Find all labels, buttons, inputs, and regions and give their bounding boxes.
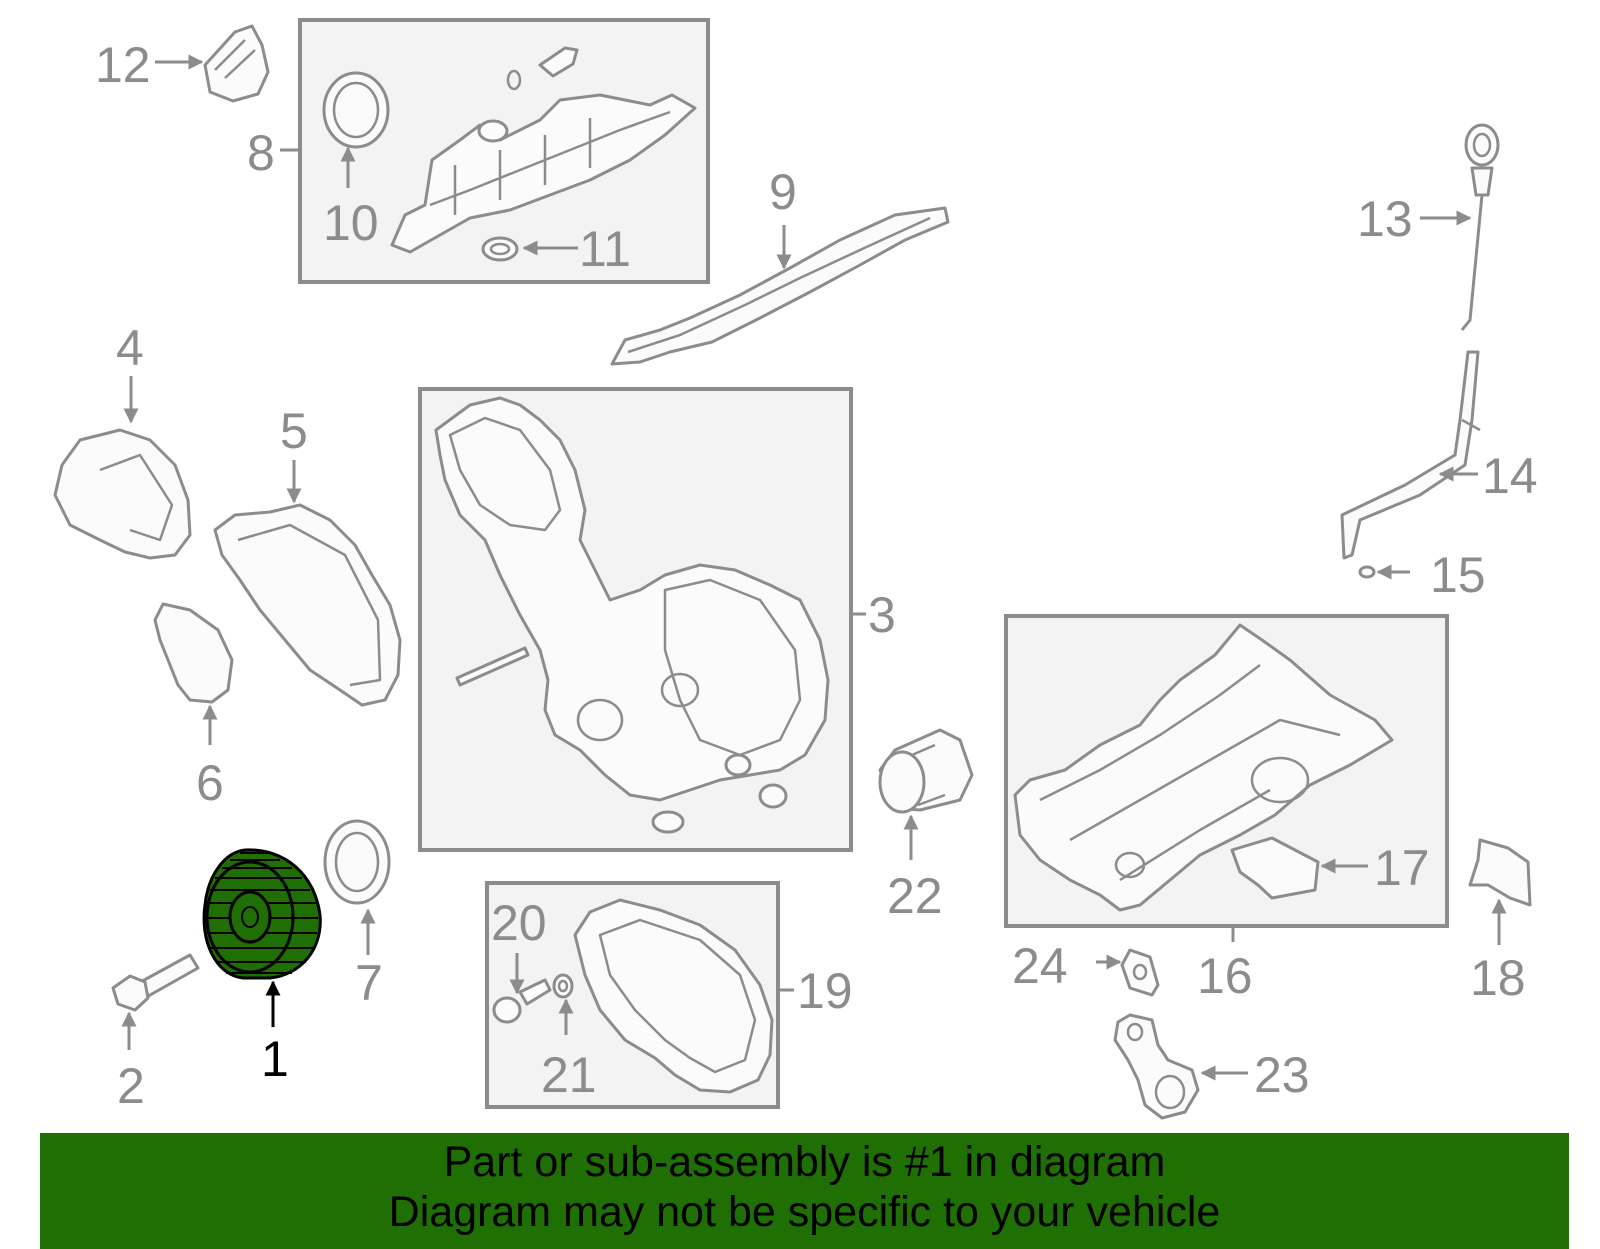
- callout-11: 11: [579, 221, 631, 277]
- timing-cover-part-3[interactable]: [434, 396, 830, 834]
- callout-1: 1: [261, 1031, 289, 1087]
- gasket-part-6[interactable]: [153, 602, 234, 704]
- seal-part-11[interactable]: [481, 236, 519, 262]
- callout-6: 6: [196, 755, 224, 811]
- pulley-part-1-highlighted[interactable]: [202, 848, 322, 980]
- callout-13: 13: [1357, 191, 1413, 247]
- callout-5: 5: [280, 403, 308, 459]
- callout-23: 23: [1254, 1047, 1310, 1103]
- callout-9: 9: [769, 164, 797, 220]
- callout-12: 12: [95, 37, 151, 93]
- upper-oil-pan-part[interactable]: [1013, 623, 1394, 912]
- lower-oil-pan-part[interactable]: [573, 898, 774, 1094]
- banner-line-2: Diagram may not be specific to your vehi…: [388, 1188, 1221, 1236]
- info-banner: Part or sub-assembly is #1 in diagram Di…: [40, 1133, 1569, 1249]
- callout-21: 21: [541, 1047, 597, 1103]
- callout-22: 22: [887, 868, 943, 924]
- callout-8: 8: [247, 125, 275, 181]
- callout-14: 14: [1482, 448, 1538, 504]
- callout-2: 2: [117, 1058, 145, 1114]
- callout-10: 10: [323, 195, 379, 251]
- banner-line-1: Part or sub-assembly is #1 in diagram: [443, 1138, 1166, 1186]
- seal-part-7[interactable]: [323, 819, 391, 905]
- oil-filler-cap-part[interactable]: [203, 24, 270, 103]
- callout-3: 3: [868, 587, 896, 643]
- callout-19: 19: [797, 963, 853, 1019]
- valve-cover-gasket-part[interactable]: [610, 206, 950, 366]
- seal-ring-part-10[interactable]: [322, 71, 390, 149]
- leader-arrows: [121, 54, 1507, 1081]
- callout-17: 17: [1374, 840, 1430, 896]
- callout-labels: 12 8 10 11 9 13 14 15 4 5 6 3 22 17 16 1…: [95, 37, 1538, 1114]
- oil-filter-part[interactable]: [878, 728, 974, 814]
- gasket-part-24[interactable]: [1120, 948, 1160, 997]
- callout-24: 24: [1012, 938, 1068, 994]
- oil-strainer-part[interactable]: [1113, 1013, 1200, 1120]
- callout-18: 18: [1470, 950, 1526, 1006]
- gasket-part-17[interactable]: [1230, 836, 1320, 900]
- callout-7: 7: [355, 955, 383, 1011]
- washer-part-21[interactable]: [552, 973, 574, 999]
- chain-cover-part-5[interactable]: [213, 503, 402, 707]
- callout-16: 16: [1197, 948, 1253, 1004]
- drain-bolt-part[interactable]: [492, 978, 552, 1024]
- callout-15: 15: [1430, 547, 1486, 603]
- baffle-part-18[interactable]: [1468, 838, 1532, 907]
- bolt-part-2[interactable]: [111, 953, 200, 1012]
- callout-4: 4: [116, 320, 144, 376]
- dipstick-tube-part[interactable]: [1340, 350, 1481, 560]
- callout-20: 20: [491, 895, 547, 951]
- front-cover-part-4[interactable]: [53, 428, 192, 560]
- valve-cover-part[interactable]: [390, 46, 697, 254]
- dipstick-part[interactable]: [1460, 123, 1500, 331]
- o-ring-part-15[interactable]: [1358, 565, 1376, 579]
